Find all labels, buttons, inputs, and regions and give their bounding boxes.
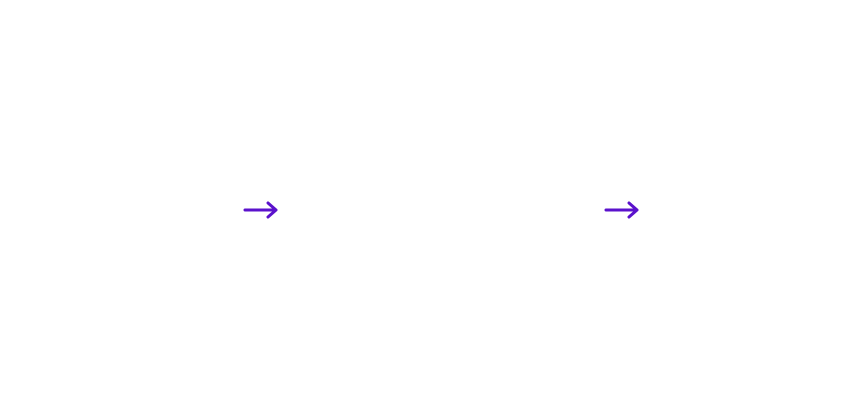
arrow-right-icon[interactable] <box>604 195 640 225</box>
arrow-right-icon[interactable] <box>243 195 279 225</box>
arrow-right-icon-glyph <box>604 201 639 219</box>
arrow-right-icon-glyph <box>243 201 278 219</box>
